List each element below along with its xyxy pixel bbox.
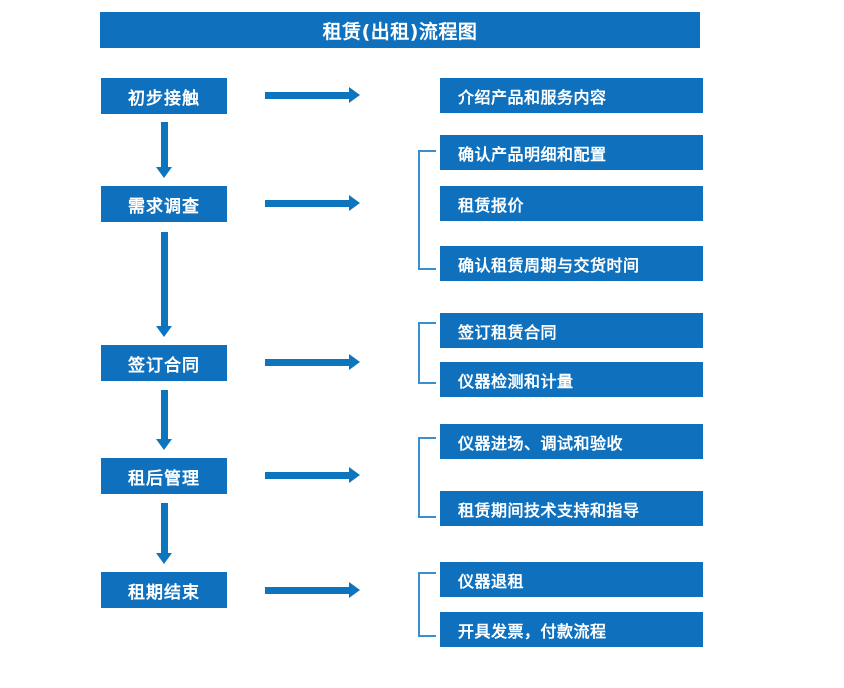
task-box-invoice-payment[interactable]: 开具发票，付款流程: [440, 612, 703, 647]
stage-box-sign-contract[interactable]: 签订合同: [101, 345, 227, 381]
arrow-down-initial-to-needs: [156, 122, 172, 178]
bracket-post-rental-group: [418, 437, 436, 518]
task-box-instrument-entry-commissioning[interactable]: 仪器进场、调试和验收: [440, 424, 703, 459]
bracket-rental-end-group: [418, 572, 436, 637]
task-box-instrument-inspection[interactable]: 仪器检测和计量: [440, 362, 703, 397]
stage-box-post-rental[interactable]: 租后管理: [101, 458, 227, 494]
stage-box-rental-end[interactable]: 租期结束: [101, 572, 227, 608]
task-box-introduce-products[interactable]: 介绍产品和服务内容: [440, 78, 703, 113]
stage-box-initial-contact[interactable]: 初步接触: [101, 78, 227, 114]
bracket-needs-survey-group: [418, 150, 436, 270]
arrow-down-post-rental-to-end: [156, 503, 172, 564]
task-box-sign-rental-contract[interactable]: 签订租赁合同: [440, 313, 703, 348]
bracket-contract-group: [418, 322, 436, 384]
diagram-title: 租赁(出租)流程图: [100, 12, 700, 48]
task-box-rental-quotation[interactable]: 租赁报价: [440, 186, 703, 221]
arrow-right-rental-end: [265, 582, 360, 598]
task-box-confirm-period-delivery[interactable]: 确认租赁周期与交货时间: [440, 246, 703, 281]
task-box-technical-support[interactable]: 租赁期间技术支持和指导: [440, 491, 703, 526]
task-box-confirm-product-spec[interactable]: 确认产品明细和配置: [440, 135, 703, 170]
arrow-right-post-rental: [265, 467, 360, 483]
task-box-instrument-return[interactable]: 仪器退租: [440, 562, 703, 597]
arrow-right-initial-contact: [265, 87, 360, 103]
stage-box-needs-survey[interactable]: 需求调查: [101, 186, 227, 222]
arrow-down-needs-to-contract: [156, 232, 172, 337]
arrow-right-needs-survey: [265, 195, 360, 211]
arrow-right-sign-contract: [265, 354, 360, 370]
arrow-down-contract-to-post-rental: [156, 390, 172, 450]
